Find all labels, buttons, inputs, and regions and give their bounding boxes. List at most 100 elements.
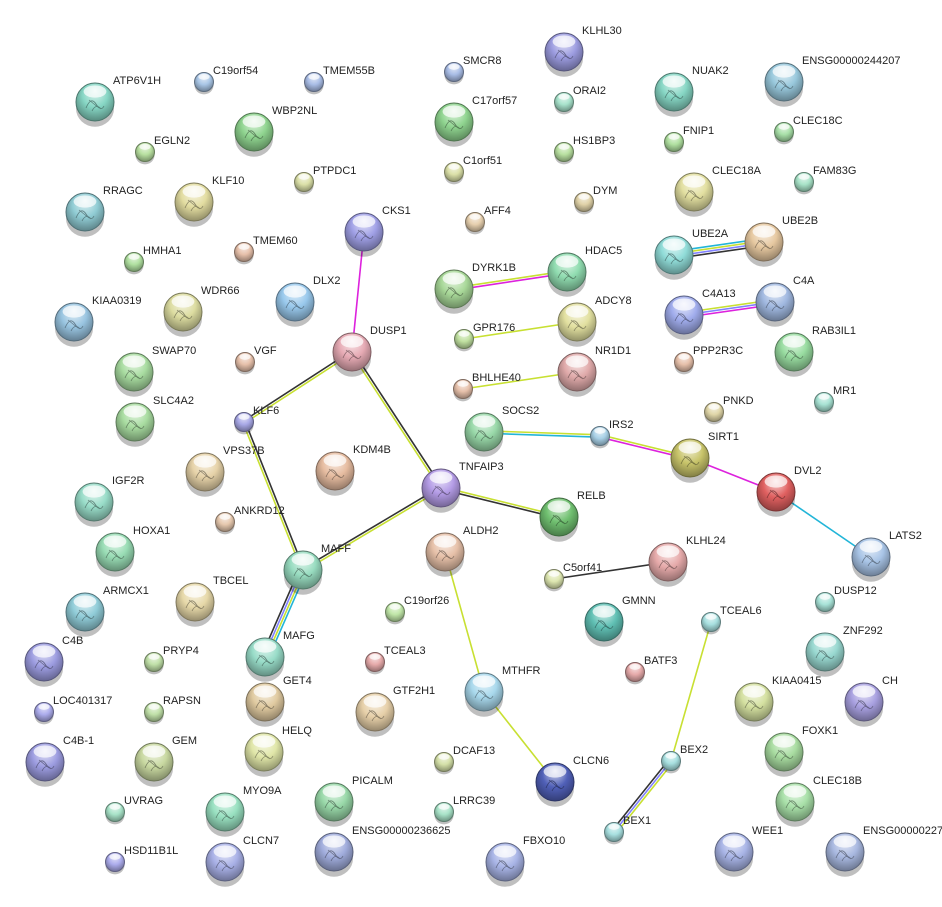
node-HSD11B1L[interactable]: HSD11B1L [105, 845, 179, 875]
node-ZNF292[interactable]: ZNF292 [805, 625, 883, 677]
node-RRAGC[interactable]: RRAGC [65, 185, 143, 237]
node-DVL2[interactable]: DVL2 [756, 465, 822, 517]
node-KLHL24[interactable]: KLHL24 [648, 535, 726, 587]
node-HS1BP3[interactable]: HS1BP3 [554, 135, 616, 165]
node-GMNN[interactable]: GMNN [584, 595, 656, 647]
node-CLEC18A[interactable]: CLEC18A [674, 165, 762, 217]
node-CLEC18C[interactable]: CLEC18C [774, 115, 843, 145]
node-DYM[interactable]: DYM [574, 185, 618, 215]
node-DUSP12[interactable]: DUSP12 [815, 585, 877, 615]
edge-BEX2-BEX1[interactable] [611, 758, 674, 835]
node-RAPSN[interactable]: RAPSN [144, 695, 201, 725]
node-GEM[interactable]: GEM [134, 735, 197, 787]
node-GPR176[interactable]: GPR176 [454, 322, 516, 352]
node-GET4[interactable]: GET4 [245, 675, 312, 727]
edge-KLF6-MAFF[interactable] [242, 421, 305, 571]
node-PNKD[interactable]: PNKD [704, 395, 754, 425]
node-ALDH2[interactable]: ALDH2 [425, 525, 498, 577]
edge-ALDH2-MTHFR[interactable] [444, 551, 485, 693]
node-VPS37B[interactable]: VPS37B [185, 445, 265, 497]
node-PRYP4[interactable]: PRYP4 [144, 645, 199, 675]
node-ENSG00000236625[interactable]: ENSG00000236625 [314, 825, 450, 877]
node-CH[interactable]: CH [844, 675, 898, 727]
edge-TCEAL6-BEX2[interactable] [670, 621, 712, 762]
node-LOC401317[interactable]: LOC401317 [34, 695, 113, 725]
node-BEX1[interactable]: BEX1 [604, 815, 652, 845]
node-C19orf54[interactable]: C19orf54 [194, 65, 259, 95]
node-C17orf57[interactable]: C17orf57 [434, 95, 517, 147]
node-CKS1[interactable]: CKS1 [344, 205, 411, 257]
node-KLF6[interactable]: KLF6 [234, 405, 280, 435]
node-RAB3IL1[interactable]: RAB3IL1 [774, 325, 856, 377]
node-MAFF[interactable]: MAFF [283, 543, 351, 595]
node-ENSG00000227[interactable]: ENSG00000227 [825, 825, 942, 877]
node-KLHL30[interactable]: KLHL30 [544, 25, 622, 77]
node-PTPDC1[interactable]: PTPDC1 [294, 165, 357, 195]
edge-TNFAIP3-RELB[interactable] [440, 486, 560, 519]
node-C1orf51[interactable]: C1orf51 [444, 155, 503, 185]
node-KIAA0319[interactable]: KIAA0319 [54, 295, 142, 347]
node-MTHFR[interactable]: MTHFR [464, 665, 541, 717]
node-CLEC18B[interactable]: CLEC18B [775, 775, 862, 827]
node-TMEM55B[interactable]: TMEM55B [304, 65, 375, 95]
node-IGF2R[interactable]: IGF2R [74, 475, 144, 527]
node-C19orf26[interactable]: C19orf26 [385, 595, 450, 625]
node-PPP2R3C[interactable]: PPP2R3C [674, 345, 744, 375]
node-VGF[interactable]: VGF [235, 345, 277, 375]
node-HDAC5[interactable]: HDAC5 [547, 245, 622, 297]
node-IRS2[interactable]: IRS2 [590, 419, 634, 449]
node-FNIP1[interactable]: FNIP1 [664, 125, 715, 155]
node-DLX2[interactable]: DLX2 [275, 275, 341, 327]
node-WBP2NL[interactable]: WBP2NL [234, 105, 317, 157]
node-CLCN6[interactable]: CLCN6 [535, 755, 609, 807]
node-EGLN2[interactable]: EGLN2 [135, 135, 191, 165]
node-ARMCX1[interactable]: ARMCX1 [65, 585, 149, 637]
node-WEE1[interactable]: WEE1 [714, 825, 783, 877]
edge-DUSP1-KLF6[interactable] [242, 350, 354, 424]
node-ANKRD12[interactable]: ANKRD12 [215, 505, 285, 535]
node-WDR66[interactable]: WDR66 [163, 285, 240, 337]
node-KDM4B[interactable]: KDM4B [315, 444, 391, 496]
node-ATP6V1H[interactable]: ATP6V1H [75, 75, 161, 127]
node-C4B[interactable]: C4B [24, 635, 83, 687]
node-MR1[interactable]: MR1 [814, 385, 857, 415]
node-TBCEL[interactable]: TBCEL [175, 575, 248, 627]
node-TCEAL3[interactable]: TCEAL3 [365, 645, 426, 675]
node-SIRT1[interactable]: SIRT1 [670, 431, 739, 483]
node-RELB[interactable]: RELB [539, 490, 606, 542]
node-HELQ[interactable]: HELQ [244, 725, 312, 777]
edge-TNFAIP3-MAFF[interactable] [301, 486, 443, 572]
node-UBE2A[interactable]: UBE2A [654, 228, 729, 280]
node-ORAI2[interactable]: ORAI2 [554, 85, 607, 115]
node-MYO9A[interactable]: MYO9A [205, 785, 282, 837]
node-ENSG00000244207[interactable]: ENSG00000244207 [764, 55, 900, 107]
node-KIAA0415[interactable]: KIAA0415 [734, 675, 822, 727]
node-FAM83G[interactable]: FAM83G [794, 165, 857, 195]
node-FBXO10[interactable]: FBXO10 [485, 835, 565, 887]
node-DUSP1[interactable]: DUSP1 [332, 325, 407, 377]
node-GTF2H1[interactable]: GTF2H1 [355, 685, 435, 737]
node-TNFAIP3[interactable]: TNFAIP3 [421, 461, 504, 513]
edge-CKS1-DUSP1[interactable] [351, 231, 365, 353]
node-TMEM60[interactable]: TMEM60 [234, 235, 298, 265]
node-TCEAL6[interactable]: TCEAL6 [701, 605, 762, 635]
node-SWAP70[interactable]: SWAP70 [114, 345, 196, 397]
node-AFF4[interactable]: AFF4 [465, 205, 511, 235]
node-SMCR8[interactable]: SMCR8 [444, 55, 502, 85]
node-C5orf41[interactable]: C5orf41 [544, 562, 603, 592]
node-HOXA1[interactable]: HOXA1 [95, 525, 170, 577]
node-FOXK1[interactable]: FOXK1 [764, 725, 838, 777]
node-BHLHE40[interactable]: BHLHE40 [453, 372, 521, 402]
node-DYRK1B[interactable]: DYRK1B [434, 262, 516, 314]
node-BATF3[interactable]: BATF3 [625, 655, 678, 685]
node-SOCS2[interactable]: SOCS2 [464, 405, 539, 457]
node-HMHA1[interactable]: HMHA1 [124, 245, 182, 275]
node-DCAF13[interactable]: DCAF13 [434, 745, 496, 775]
node-PICALM[interactable]: PICALM [314, 775, 393, 827]
node-CLCN7[interactable]: CLCN7 [205, 835, 279, 887]
node-NUAK2[interactable]: NUAK2 [654, 65, 729, 117]
node-C4B-1[interactable]: C4B-1 [25, 735, 94, 787]
node-NR1D1[interactable]: NR1D1 [557, 345, 631, 397]
edge-DUSP1-TNFAIP3[interactable] [350, 350, 443, 490]
